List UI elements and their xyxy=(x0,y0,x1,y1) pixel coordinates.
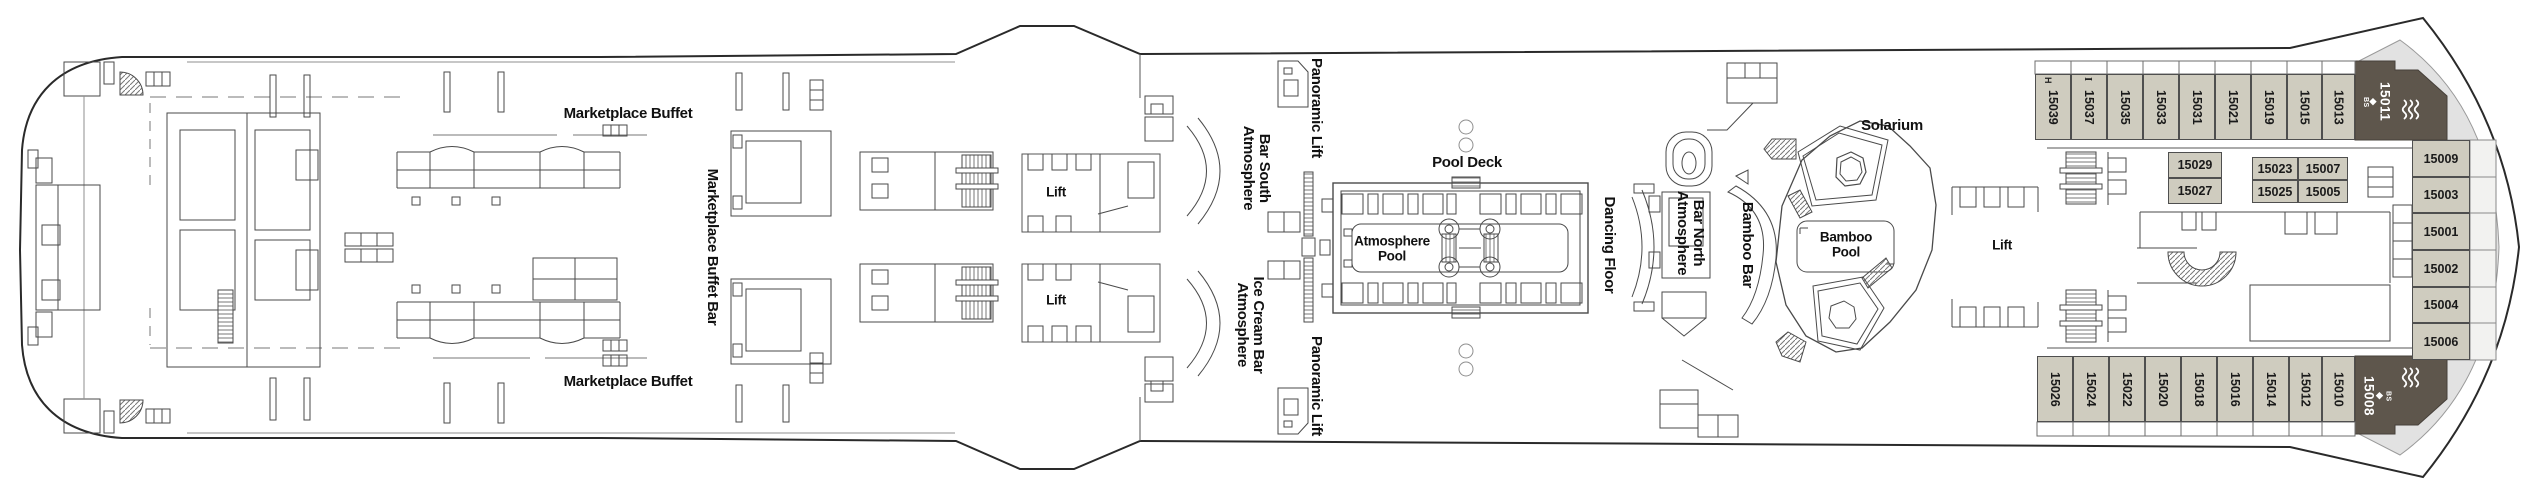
suite-15008-shape xyxy=(2354,355,2448,435)
cabin-15031: 15031 xyxy=(2179,74,2215,140)
forward-rooms xyxy=(2137,166,2413,342)
suite-number: 15008 xyxy=(2361,375,2377,417)
cabin-15003: 15003 xyxy=(2412,177,2470,213)
label-lift-mid-top: Lift xyxy=(1046,184,1066,200)
cabin-15007: 15007 xyxy=(2298,157,2348,180)
buffet-bar-structures xyxy=(730,72,832,423)
atmosphere-bar-north-structure xyxy=(1648,131,1713,337)
label-line: Ice Cream Bar xyxy=(1250,276,1268,374)
cabin-15027: 15027 xyxy=(2168,178,2222,204)
label-line: Atmosphere xyxy=(1354,233,1430,249)
label-line: Pool xyxy=(1831,244,1861,259)
cabin-15020: 15020 xyxy=(2145,356,2181,422)
label-line: Atmosphere xyxy=(1234,282,1251,368)
label-line: Bar South xyxy=(1256,133,1274,203)
cabin-15010: 15010 xyxy=(2322,356,2355,422)
stern-structures xyxy=(27,61,505,434)
suite-class-badge: BS xyxy=(2362,96,2369,108)
cabin-15018: 15018 xyxy=(2181,356,2217,422)
cabin-15019: 15019 xyxy=(2251,74,2287,140)
label-line: Atmosphere xyxy=(1240,125,1257,211)
label-dancing-floor: Dancing Floor xyxy=(1601,196,1619,294)
label-line: Bamboo xyxy=(1819,229,1873,245)
cabin-15002: 15002 xyxy=(2412,250,2470,287)
label-panoramic-lift-top: Panoramic Lift xyxy=(1308,58,1326,158)
cabin-15024: 15024 xyxy=(2073,356,2109,422)
label-lift-mid-bottom: Lift xyxy=(1046,292,1066,308)
cabin-15033: 15033 xyxy=(2143,74,2179,140)
label-pool-deck: Pool Deck xyxy=(1432,153,1502,171)
solarium-structures xyxy=(1659,62,1778,438)
label-atmosphere-bar-north: Atmosphere Bar North xyxy=(1674,190,1708,276)
cabin-15001: 15001 xyxy=(2412,213,2470,250)
cabin-15004: 15004 xyxy=(2412,287,2470,323)
dancing-floor-structure xyxy=(1631,183,1655,312)
suite-15008-label: 15008 ◆ BS xyxy=(2362,360,2392,432)
label-line: Pool xyxy=(1377,248,1407,263)
suite-15011-label: BS ◆ 15011 xyxy=(2362,66,2393,138)
cabin-15037: 15037 xyxy=(2071,74,2107,140)
diamond-icon: ◆ xyxy=(2375,391,2386,401)
cabin-15035: 15035 xyxy=(2107,74,2143,140)
label-atmosphere-bar-south: Atmosphere Bar South xyxy=(1240,125,1274,211)
bamboo-pool-structure xyxy=(1763,120,1937,363)
connecting-cabins-icon: I xyxy=(2082,77,2094,82)
diamond-icon: ◆ xyxy=(2369,97,2379,107)
pool-deck-structure xyxy=(1321,119,1589,377)
cabin-15009: 15009 xyxy=(2412,140,2470,177)
cabin-15012: 15012 xyxy=(2289,356,2322,422)
suite-class-badge: BS xyxy=(2384,390,2392,402)
label-bamboo-pool: Bamboo Pool xyxy=(1819,229,1873,259)
buffet-galley xyxy=(166,112,321,368)
suite-number: 15011 xyxy=(2377,82,2393,122)
suite-15011-shape xyxy=(2354,60,2448,141)
label-lift-forward: Lift xyxy=(1992,237,2012,253)
sea-waves-icon xyxy=(2396,367,2421,391)
cabin-15006: 15006 xyxy=(2412,323,2470,360)
cabin-15029: 15029 xyxy=(2168,152,2222,178)
cabin-15015: 15015 xyxy=(2287,74,2322,140)
cabin-15022: 15022 xyxy=(2109,356,2145,422)
label-panoramic-lift-bottom: Panoramic Lift xyxy=(1308,336,1326,436)
label-marketplace-buffet-top: Marketplace Buffet xyxy=(563,104,693,122)
accessible-cabin-marker: H xyxy=(2043,77,2053,84)
buffet-counters xyxy=(396,124,647,367)
cabin-15013: 15013 xyxy=(2322,74,2355,140)
label-atmosphere-ice-cream-bar: Atmosphere Ice Cream Bar xyxy=(1234,276,1268,374)
label-marketplace-buffet-bottom: Marketplace Buffet xyxy=(563,372,693,390)
bamboo-bar-structure xyxy=(1727,169,1777,325)
cabin-15021: 15021 xyxy=(2215,74,2251,140)
label-solarium: Solarium xyxy=(1861,116,1923,134)
label-line: Atmosphere xyxy=(1674,190,1691,276)
forward-stairs-lifts xyxy=(1951,151,2127,343)
label-atmosphere-pool: Atmosphere Pool xyxy=(1354,234,1430,263)
midship-lift-blocks xyxy=(1021,153,1161,343)
sea-waves-icon xyxy=(2396,99,2421,123)
cabin-15026: 15026 xyxy=(2037,356,2073,422)
stair-blocks xyxy=(859,151,999,323)
cabin-15016: 15016 xyxy=(2217,356,2253,422)
cabin-15014: 15014 xyxy=(2253,356,2289,422)
label-bamboo-bar: Bamboo Bar xyxy=(1739,201,1757,289)
balcony-strips xyxy=(2034,60,2412,437)
cabin-15025: 15025 xyxy=(2252,180,2298,203)
cabin-15023: 15023 xyxy=(2252,157,2298,180)
label-line: Bar North xyxy=(1690,199,1708,267)
panoramic-lift-structures xyxy=(1267,60,1331,435)
cabin-15005: 15005 xyxy=(2298,180,2348,203)
glass-screens xyxy=(1144,95,1221,403)
hull-outline xyxy=(18,16,2521,479)
label-marketplace-buffet-bar: Marketplace Buffet Bar xyxy=(704,168,722,326)
cabin-15039: 15039 xyxy=(2035,74,2071,140)
